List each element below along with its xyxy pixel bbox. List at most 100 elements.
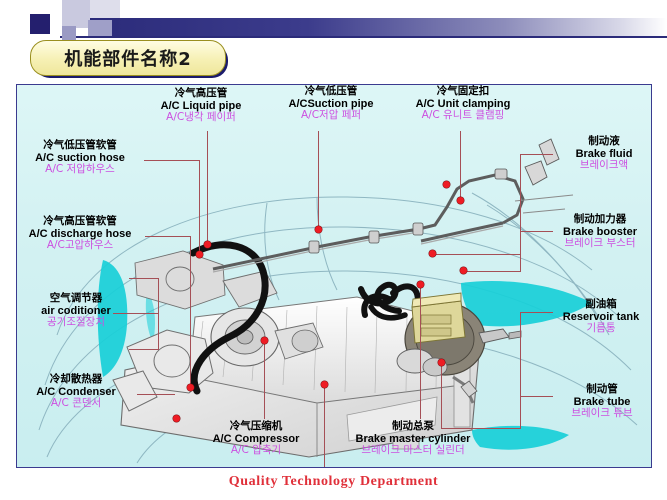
diagram-frame (16, 84, 652, 468)
leader-reservoir-v2 (520, 312, 522, 429)
label-cn: 空气调节器 (49, 292, 103, 304)
leader-air-conditioner-h2 (129, 349, 159, 351)
leader-reservoir-h1 (441, 428, 521, 430)
leader-brake-booster-v (520, 231, 522, 272)
leader-brake-booster-h2 (520, 231, 553, 233)
label-kr: A/C냉각 페이퍼 (166, 111, 236, 124)
label-kr: A/C저압 페퍼 (300, 109, 362, 122)
label-cn: 冷气低压管 (304, 85, 358, 97)
header-square-small (62, 26, 76, 42)
leader-reservoir-v1 (441, 363, 443, 429)
label-ac-condenser: 冷却散热器 A/C Condenser A/C 콘덴서 (20, 373, 132, 410)
footer-text: Quality Technology Department (228, 474, 439, 489)
label-brake-fluid: 制动液 Brake fluid 브레이크액 (552, 135, 656, 172)
callout-dot-suction-hose (196, 251, 203, 258)
label-ac-unit-clamping: 冷气固定扣 A/C Unit clamping A/C 유니트 클램핑 (400, 85, 526, 122)
label-en: air coditioner (41, 304, 111, 317)
leader-brake-tube-h1 (520, 396, 553, 398)
header-square-light-top (88, 0, 120, 18)
label-ac-liquid-pipe: 冷气高压管 A/C Liquid pipe A/C냉각 페이퍼 (143, 87, 259, 124)
label-reservoir-tank: 副油箱 Reservoir tank 기름통 (543, 298, 659, 335)
leader-brake-fluid-h1 (432, 254, 521, 256)
leader-brake-tube-v1 (324, 385, 326, 467)
label-en: A/C Liquid pipe (160, 99, 242, 112)
callout-dot-suction-pipe (315, 226, 322, 233)
label-en: A/C Compressor (212, 432, 300, 445)
header-rule (60, 36, 667, 38)
label-ac-compressor: 冷气压缩机 A/C Compressor A/C 압축기 (200, 420, 312, 457)
leader-air-conditioner-stub (113, 313, 159, 315)
leader-ac-liquid-pipe (207, 131, 209, 244)
callout-dot-unit-clamp-2 (443, 181, 450, 188)
label-kr: A/C 저압하우스 (45, 163, 115, 176)
leader-ac-compressor (264, 341, 266, 419)
leader-ac-unit-clamping (460, 131, 462, 204)
label-kr: A/C고압하우스 (46, 239, 114, 252)
leader-ac-discharge-hose-v (190, 236, 192, 388)
label-kr: A/C 유니트 클램핑 (421, 109, 505, 122)
label-en: A/C Condenser (36, 385, 116, 398)
label-cn: 冷气低压管软管 (43, 139, 117, 151)
label-en: A/C Unit clamping (415, 97, 511, 110)
label-cn: 冷气高压管 (174, 87, 228, 99)
callout-dot-unit-clamping (457, 197, 464, 204)
leader-air-conditioner-h1 (129, 278, 159, 280)
label-kr: 브레이크 부스터 (564, 237, 636, 250)
leader-brake-fluid-h2 (520, 154, 553, 156)
title-plate: 机能部件名称2 (30, 40, 226, 76)
label-en: Brake fluid (575, 147, 633, 160)
leader-brake-fluid-v (520, 154, 522, 255)
label-cn: 冷气固定扣 (436, 85, 490, 97)
label-cn: 冷却散热器 (49, 373, 103, 385)
callout-dot-liquid-pipe (204, 241, 211, 248)
leader-reservoir-h2 (520, 312, 553, 314)
label-cn: 制动总泵 (392, 420, 434, 432)
label-en: Brake master cylinder (355, 432, 471, 445)
leader-ac-discharge-hose-h (145, 236, 191, 238)
label-cn: 制动管 (586, 383, 618, 395)
header-square-gray (62, 0, 90, 28)
label-kr: 브레이크액 (579, 159, 629, 172)
label-cn: 冷气高压管软管 (43, 215, 117, 227)
label-cn: 副油箱 (585, 298, 617, 310)
label-kr: A/C 콘덴서 (50, 397, 102, 410)
label-en: Reservoir tank (562, 310, 640, 323)
label-en: Brake booster (563, 225, 637, 238)
leader-ac-suction-pipe (318, 131, 320, 230)
label-brake-tube: 制动管 Brake tube 브레이크 튜브 (548, 383, 656, 420)
leader-brake-booster-h1 (463, 271, 520, 273)
label-kr: A/C 압축기 (230, 444, 282, 457)
label-ac-suction-pipe: 冷气低压管 A/CSuction pipe A/C저압 페퍼 (272, 85, 390, 122)
label-brake-master-cylinder: 制动总泵 Brake master cylinder 브레이크 마스터 실린더 (343, 420, 483, 457)
leader-ac-suction-hose-v (199, 160, 201, 255)
callout-dot-brake-booster (460, 267, 467, 274)
label-ac-discharge-hose: 冷气高压管软管 A/C discharge hose A/C고압하우스 (16, 215, 144, 252)
label-en: A/C discharge hose (28, 227, 132, 240)
label-en: A/C suction hose (35, 151, 125, 164)
label-kr: 브레이크 마스터 실린더 (361, 444, 465, 457)
label-kr: 브레이크 튜브 (571, 407, 633, 420)
engine-bay-illustration (38, 138, 638, 464)
label-cn: 制动液 (588, 135, 620, 147)
callout-dot-master-cyl (417, 281, 424, 288)
leader-ac-condenser (137, 394, 175, 396)
header-gradient-band (88, 18, 667, 36)
label-kr: 공기조절장치 (47, 316, 105, 329)
header-square-mid (88, 20, 112, 36)
label-brake-booster: 制动加力器 Brake booster 브레이크 부스터 (540, 213, 660, 250)
label-air-conditioner: 空气调节器 air coditioner 공기조절장치 (24, 292, 128, 329)
callout-dot-brake-tube (321, 381, 328, 388)
label-ac-suction-hose: 冷气低压管软管 A/C suction hose A/C 저압하우스 (18, 139, 142, 176)
leader-brake-master-v1 (420, 285, 422, 419)
label-cn: 制动加力器 (573, 213, 627, 225)
label-en: Brake tube (573, 395, 631, 408)
leader-brake-tube-v2 (520, 396, 522, 400)
callout-dot-reservoir (438, 359, 445, 366)
page-title: 机能部件名称2 (64, 49, 192, 70)
callout-dot-brake-fluid (429, 250, 436, 257)
label-en: A/CSuction pipe (288, 97, 374, 110)
label-cn: 冷气压缩机 (229, 420, 283, 432)
callout-dot-discharge-hose (187, 384, 194, 391)
header-square-navy (30, 14, 50, 34)
